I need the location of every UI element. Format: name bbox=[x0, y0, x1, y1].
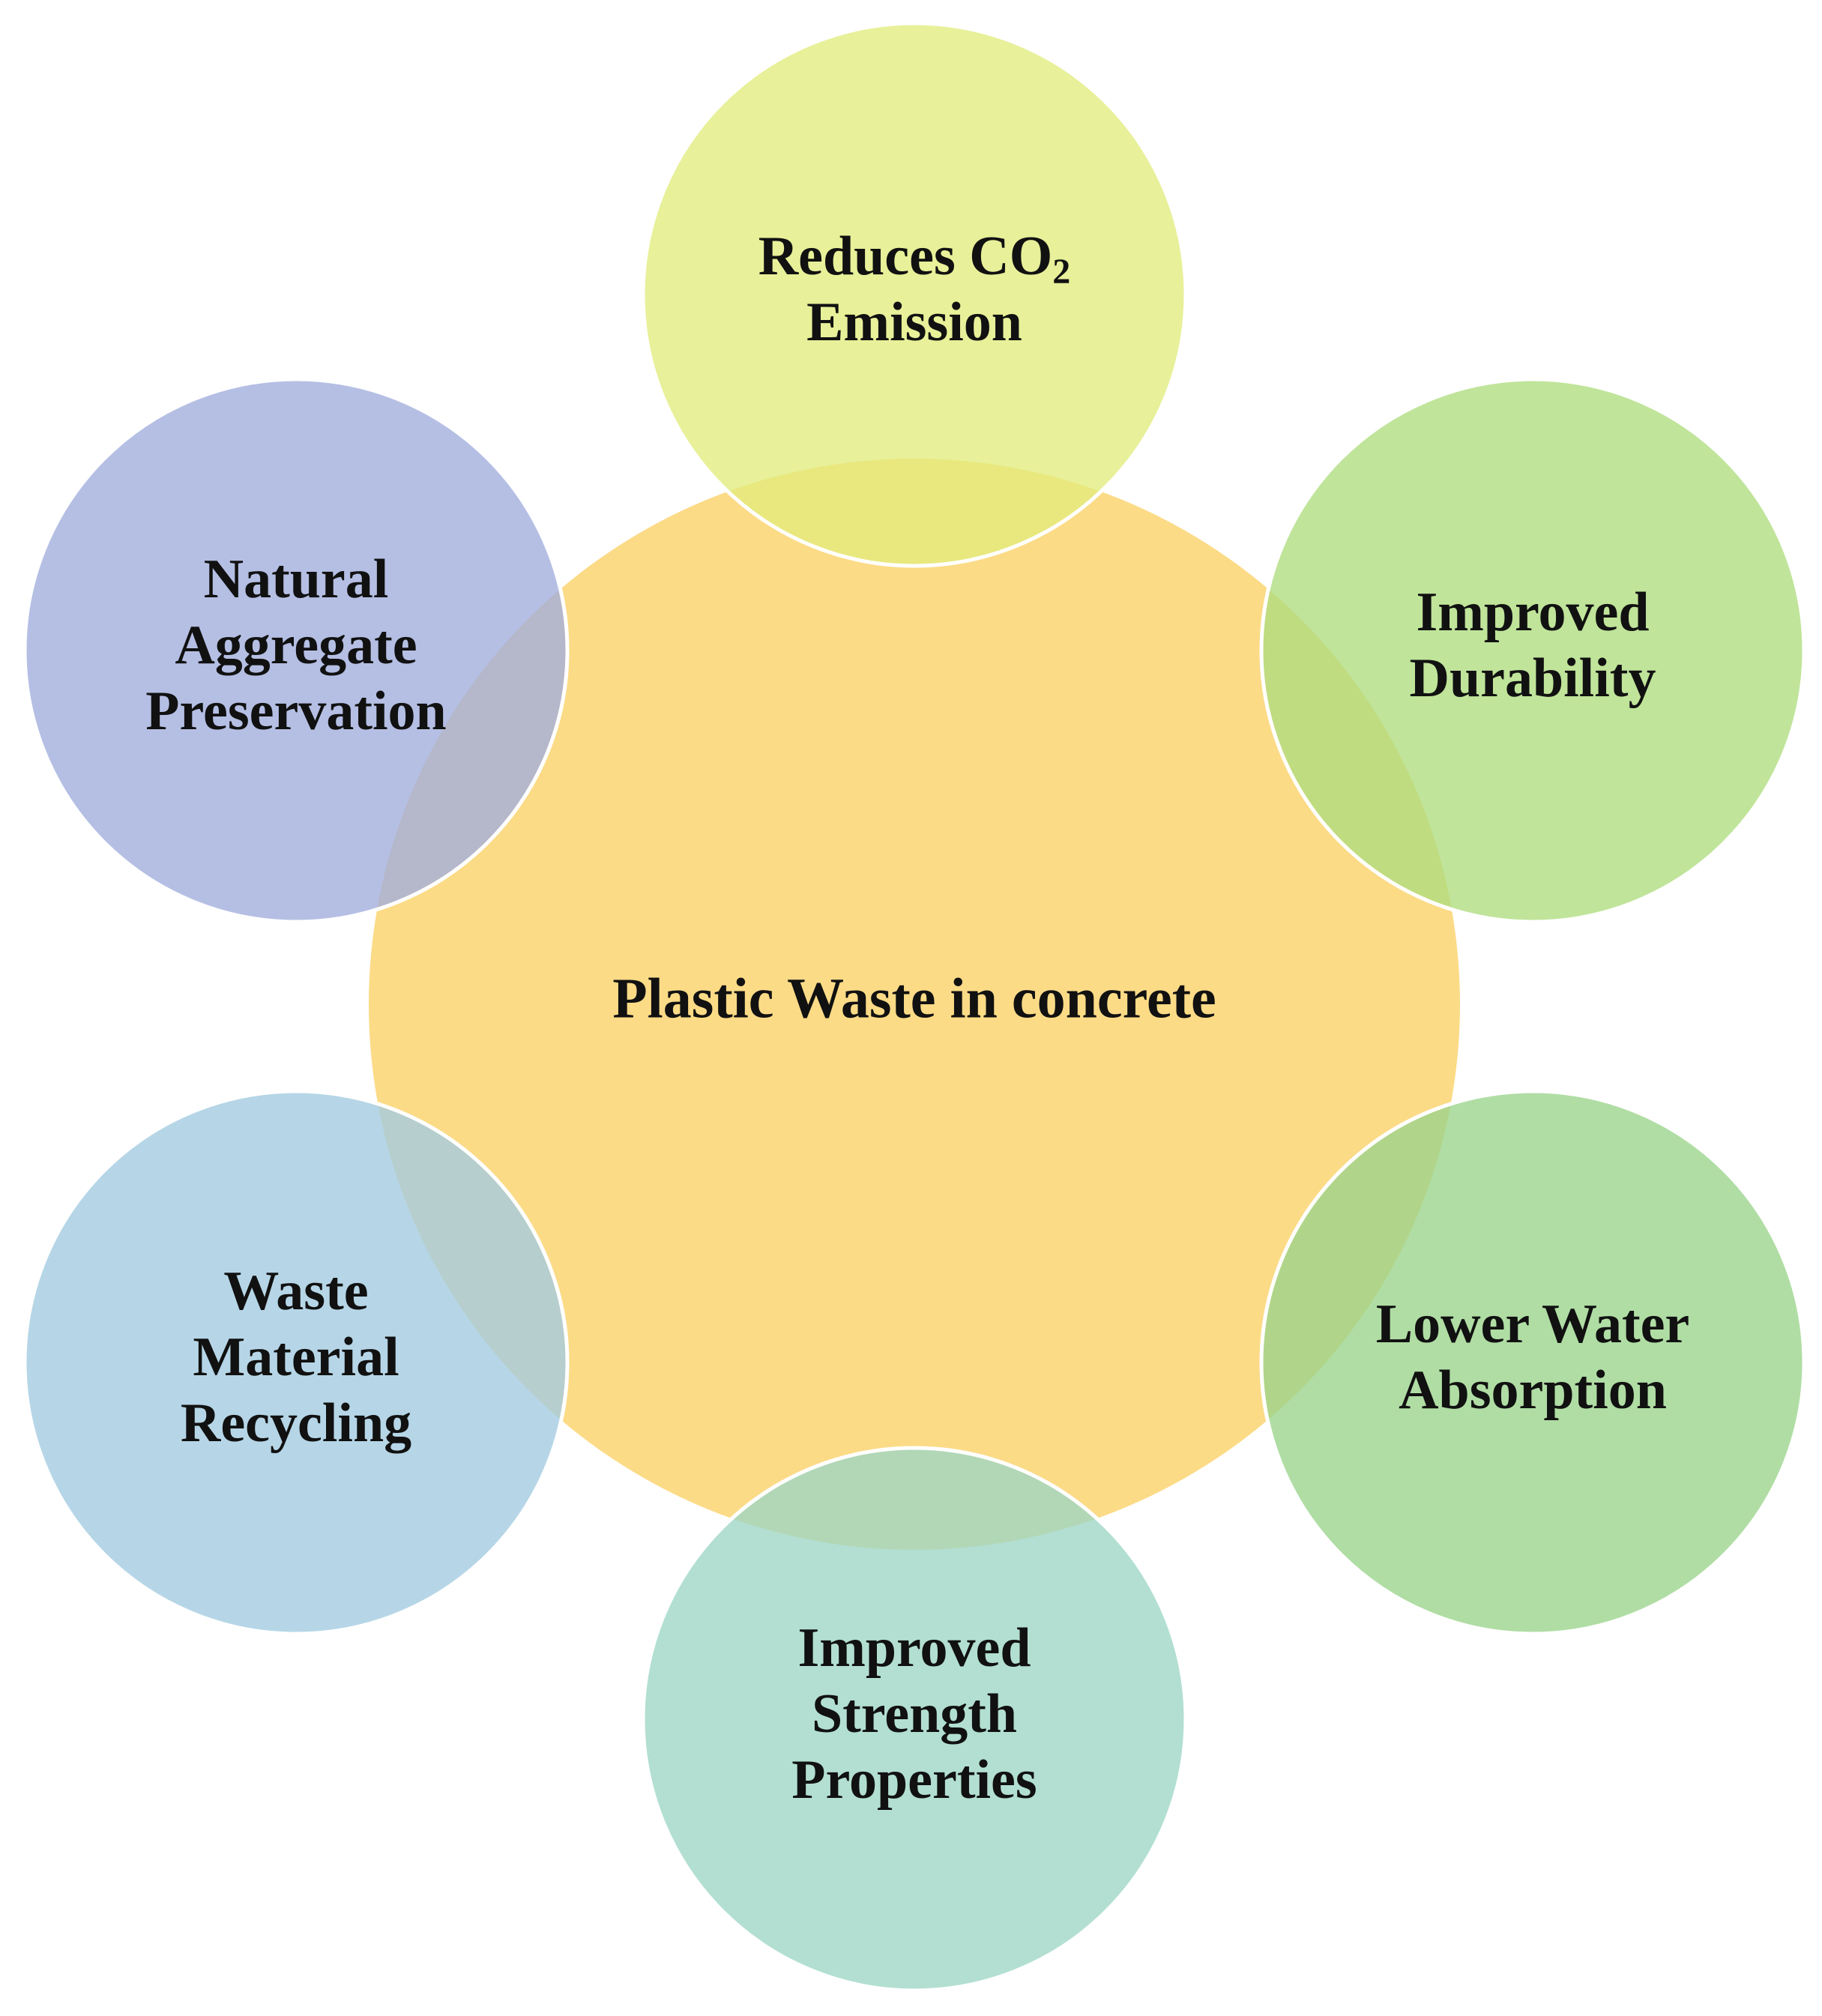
benefit-label-line: Material bbox=[193, 1327, 399, 1388]
benefit-label-line: Durability bbox=[1410, 648, 1656, 709]
benefit-label-line: Strength bbox=[812, 1683, 1017, 1745]
benefit-label-line: Properties bbox=[791, 1749, 1037, 1811]
benefit-label-line: Reduces CO2 bbox=[758, 226, 1071, 292]
benefit-label-line: Emission bbox=[806, 292, 1022, 353]
benefit-label-line: Lower Water bbox=[1376, 1294, 1690, 1355]
benefit-label-line: Natural bbox=[204, 549, 389, 610]
benefit-label-line: Waste bbox=[223, 1261, 368, 1322]
benefit-label-line: Absorption bbox=[1399, 1359, 1667, 1421]
benefit-circles: Reduces CO2EmissionImprovedDurabilityLow… bbox=[22, 21, 1806, 1993]
benefit-circle bbox=[22, 1089, 570, 1636]
center-circle bbox=[369, 459, 1460, 1550]
benefit-label-line: Improved bbox=[1416, 582, 1649, 643]
benefit-label-line: Aggregate bbox=[175, 615, 417, 676]
benefit-circle bbox=[641, 1446, 1188, 1993]
benefit-circle bbox=[1259, 377, 1806, 924]
benefit-circle bbox=[641, 21, 1188, 568]
benefit-label-line: Recycling bbox=[181, 1392, 411, 1454]
subscript: 2 bbox=[1052, 252, 1070, 292]
center-label: Plastic Waste in concrete bbox=[612, 967, 1216, 1030]
benefit-circle bbox=[1259, 1089, 1806, 1636]
benefit-label-line: Preservation bbox=[145, 680, 446, 742]
benefit-circle bbox=[22, 377, 570, 924]
benefit-label-line: Improved bbox=[797, 1617, 1031, 1679]
